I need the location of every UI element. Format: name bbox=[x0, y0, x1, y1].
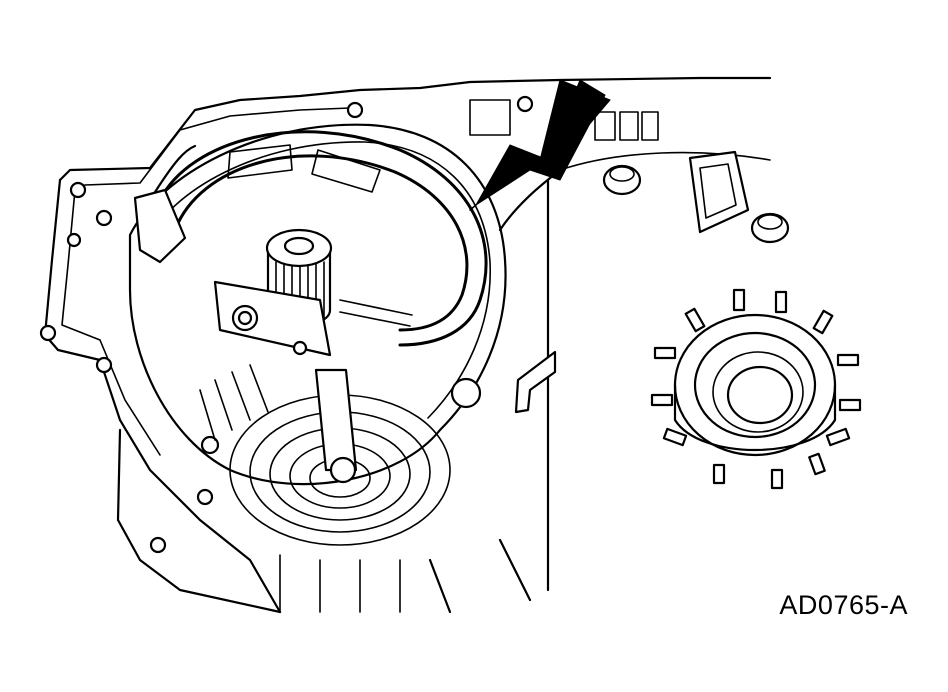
band-strut-end bbox=[213, 280, 332, 357]
retaining-clip bbox=[514, 350, 557, 414]
case-slot bbox=[641, 111, 659, 141]
case-bracket bbox=[688, 150, 750, 234]
locating-pin bbox=[750, 212, 790, 244]
bolt-boss bbox=[39, 324, 57, 342]
splined-ring-gear bbox=[650, 288, 862, 490]
shaft-link bbox=[314, 368, 358, 472]
bolt-boss bbox=[200, 435, 220, 455]
bolt-boss bbox=[346, 101, 364, 119]
band-lug bbox=[133, 188, 187, 264]
case-slot bbox=[594, 111, 616, 141]
bolt-boss bbox=[69, 181, 87, 199]
bolt-boss bbox=[196, 488, 214, 506]
case-slot bbox=[469, 99, 511, 136]
bolt-boss bbox=[149, 536, 167, 554]
anchor-pin bbox=[450, 377, 482, 409]
transmission-case bbox=[39, 76, 790, 614]
bolt-boss bbox=[516, 95, 534, 113]
brake-band bbox=[133, 130, 488, 357]
case-slot bbox=[619, 111, 639, 141]
bolt-boss bbox=[95, 356, 113, 374]
bolt-boss bbox=[66, 232, 82, 248]
bolt-boss bbox=[95, 209, 113, 227]
figure-id-label: AD0765-A bbox=[779, 590, 908, 620]
locating-pin bbox=[602, 164, 642, 196]
input-shaft bbox=[265, 228, 482, 484]
pointer-arrow-icon bbox=[469, 79, 611, 211]
